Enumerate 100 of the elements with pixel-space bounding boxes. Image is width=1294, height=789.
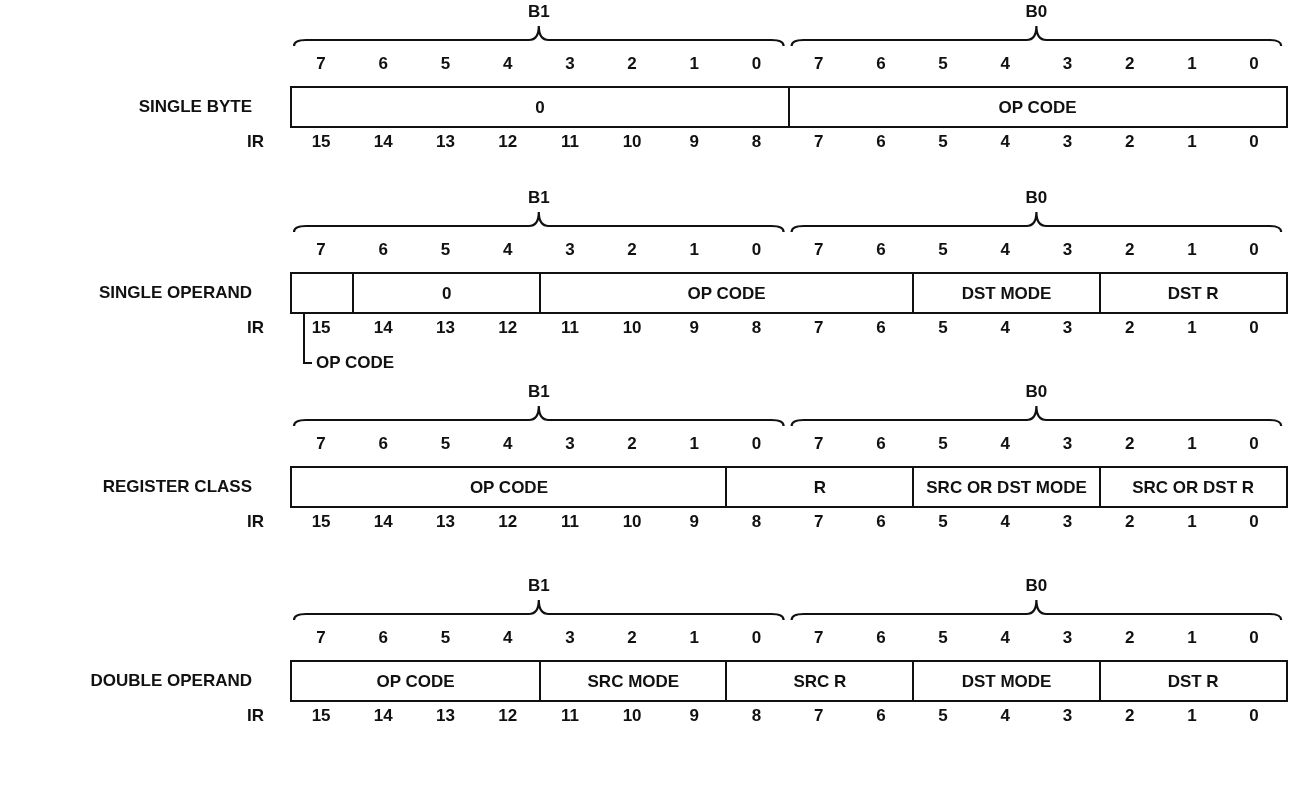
bit-number: 0 <box>750 628 763 648</box>
bit-field: SRC MODE <box>538 660 728 702</box>
bit-number: 2 <box>626 240 638 260</box>
bit-number: 1 <box>688 434 701 454</box>
bit-number: 6 <box>377 628 390 648</box>
bit-number: 8 <box>750 318 763 338</box>
bit-number: 2 <box>1123 240 1136 260</box>
bit-number: 1 <box>688 628 701 648</box>
bit-number: 5 <box>937 434 949 454</box>
bit-number: 4 <box>999 706 1012 726</box>
bit-number: 0 <box>1248 434 1260 454</box>
bit-number: 6 <box>377 54 390 74</box>
bit-number: 6 <box>875 240 887 260</box>
bit-number: 6 <box>875 318 887 338</box>
bit-number: 12 <box>497 706 519 726</box>
bit-field: OP CODE <box>290 660 542 702</box>
bit-number: 7 <box>812 240 825 260</box>
bit-number: 2 <box>1123 706 1136 726</box>
bit-number: 3 <box>564 240 576 260</box>
bit-number: 3 <box>564 54 576 74</box>
bit-number: 9 <box>688 706 701 726</box>
byte-label: B0 <box>1024 2 1049 22</box>
bit-number: 13 <box>435 512 456 532</box>
register-label: IR <box>247 706 264 726</box>
bit-number: 15 <box>310 132 332 152</box>
bit-field: OP CODE <box>290 466 728 508</box>
bit-field: 0 <box>352 272 542 314</box>
bit-number: 7 <box>315 240 327 260</box>
bit-number: 15 <box>310 512 332 532</box>
bit-number: 10 <box>621 318 643 338</box>
bit-number: 6 <box>875 706 887 726</box>
bit-number: 0 <box>1248 318 1260 338</box>
register-label: IR <box>247 512 264 532</box>
bit-number: 13 <box>435 132 456 152</box>
bit-number: 0 <box>1248 240 1260 260</box>
bit-number: 3 <box>1061 628 1074 648</box>
bit-number: 7 <box>812 318 825 338</box>
bit-number: 0 <box>750 54 763 74</box>
bit-field: SRC OR DST R <box>1098 466 1288 508</box>
bit-number: 13 <box>435 318 456 338</box>
bit-number: 0 <box>750 240 763 260</box>
bit-number: 4 <box>501 434 514 454</box>
bit-field: DST MODE <box>912 660 1102 702</box>
bit-number: 14 <box>372 132 394 152</box>
bit-field: 0 <box>290 86 791 128</box>
bit-number: 1 <box>1186 132 1198 152</box>
bit-number: 7 <box>315 434 327 454</box>
bit-number: 1 <box>1186 318 1198 338</box>
bit-number: 6 <box>875 628 887 648</box>
bit-field: DST MODE <box>912 272 1102 314</box>
bit-number: 12 <box>497 318 519 338</box>
bit-number: 4 <box>999 318 1012 338</box>
bit-number: 2 <box>1123 318 1136 338</box>
bit-number: 7 <box>812 706 825 726</box>
bit-field <box>290 272 355 314</box>
bit-number: 15 <box>310 706 332 726</box>
bit-number: 2 <box>1123 512 1136 532</box>
bit-number: 3 <box>564 434 576 454</box>
byte-label: B1 <box>526 2 551 22</box>
bit-number: 4 <box>999 54 1012 74</box>
bit-number: 4 <box>999 434 1012 454</box>
bit-number: 7 <box>315 628 327 648</box>
bit-number: 1 <box>1186 54 1198 74</box>
bit-number: 4 <box>501 54 514 74</box>
byte-label: B0 <box>1024 188 1049 208</box>
bit-number: 8 <box>750 706 763 726</box>
bit-number: 8 <box>750 512 763 532</box>
bit-number: 1 <box>1186 706 1198 726</box>
bit-number: 4 <box>999 240 1012 260</box>
bit-number: 0 <box>1248 628 1260 648</box>
bit-number: 14 <box>372 706 394 726</box>
bit-number: 5 <box>937 54 949 74</box>
bit-number: 5 <box>937 132 949 152</box>
bit-number: 7 <box>812 512 825 532</box>
bit-number: 4 <box>999 628 1012 648</box>
bit-field: R <box>725 466 915 508</box>
register-label: IR <box>247 318 264 338</box>
bit-field: SRC R <box>725 660 915 702</box>
bit-number: 0 <box>1248 132 1260 152</box>
bit-number: 9 <box>688 132 701 152</box>
bit-number: 1 <box>1186 434 1198 454</box>
bit-number: 11 <box>559 132 580 152</box>
bit-number: 2 <box>626 628 638 648</box>
byte-label: B1 <box>526 576 551 596</box>
bit-field: DST R <box>1098 660 1288 702</box>
bit-number: 0 <box>1248 706 1260 726</box>
bit-number: 1 <box>1186 240 1198 260</box>
bit-number: 6 <box>377 434 390 454</box>
bit-number: 11 <box>559 512 580 532</box>
bit-number: 3 <box>564 628 576 648</box>
bit-number: 9 <box>688 318 701 338</box>
bit-number: 10 <box>621 132 643 152</box>
bit-number: 1 <box>688 240 701 260</box>
field-label: OP CODE <box>316 353 395 373</box>
bit-number: 1 <box>688 54 701 74</box>
bit-number: 10 <box>621 512 643 532</box>
bit-number: 3 <box>1061 706 1074 726</box>
bit-field: DST R <box>1098 272 1288 314</box>
bit-number: 13 <box>435 706 456 726</box>
bit-number: 2 <box>1123 434 1136 454</box>
